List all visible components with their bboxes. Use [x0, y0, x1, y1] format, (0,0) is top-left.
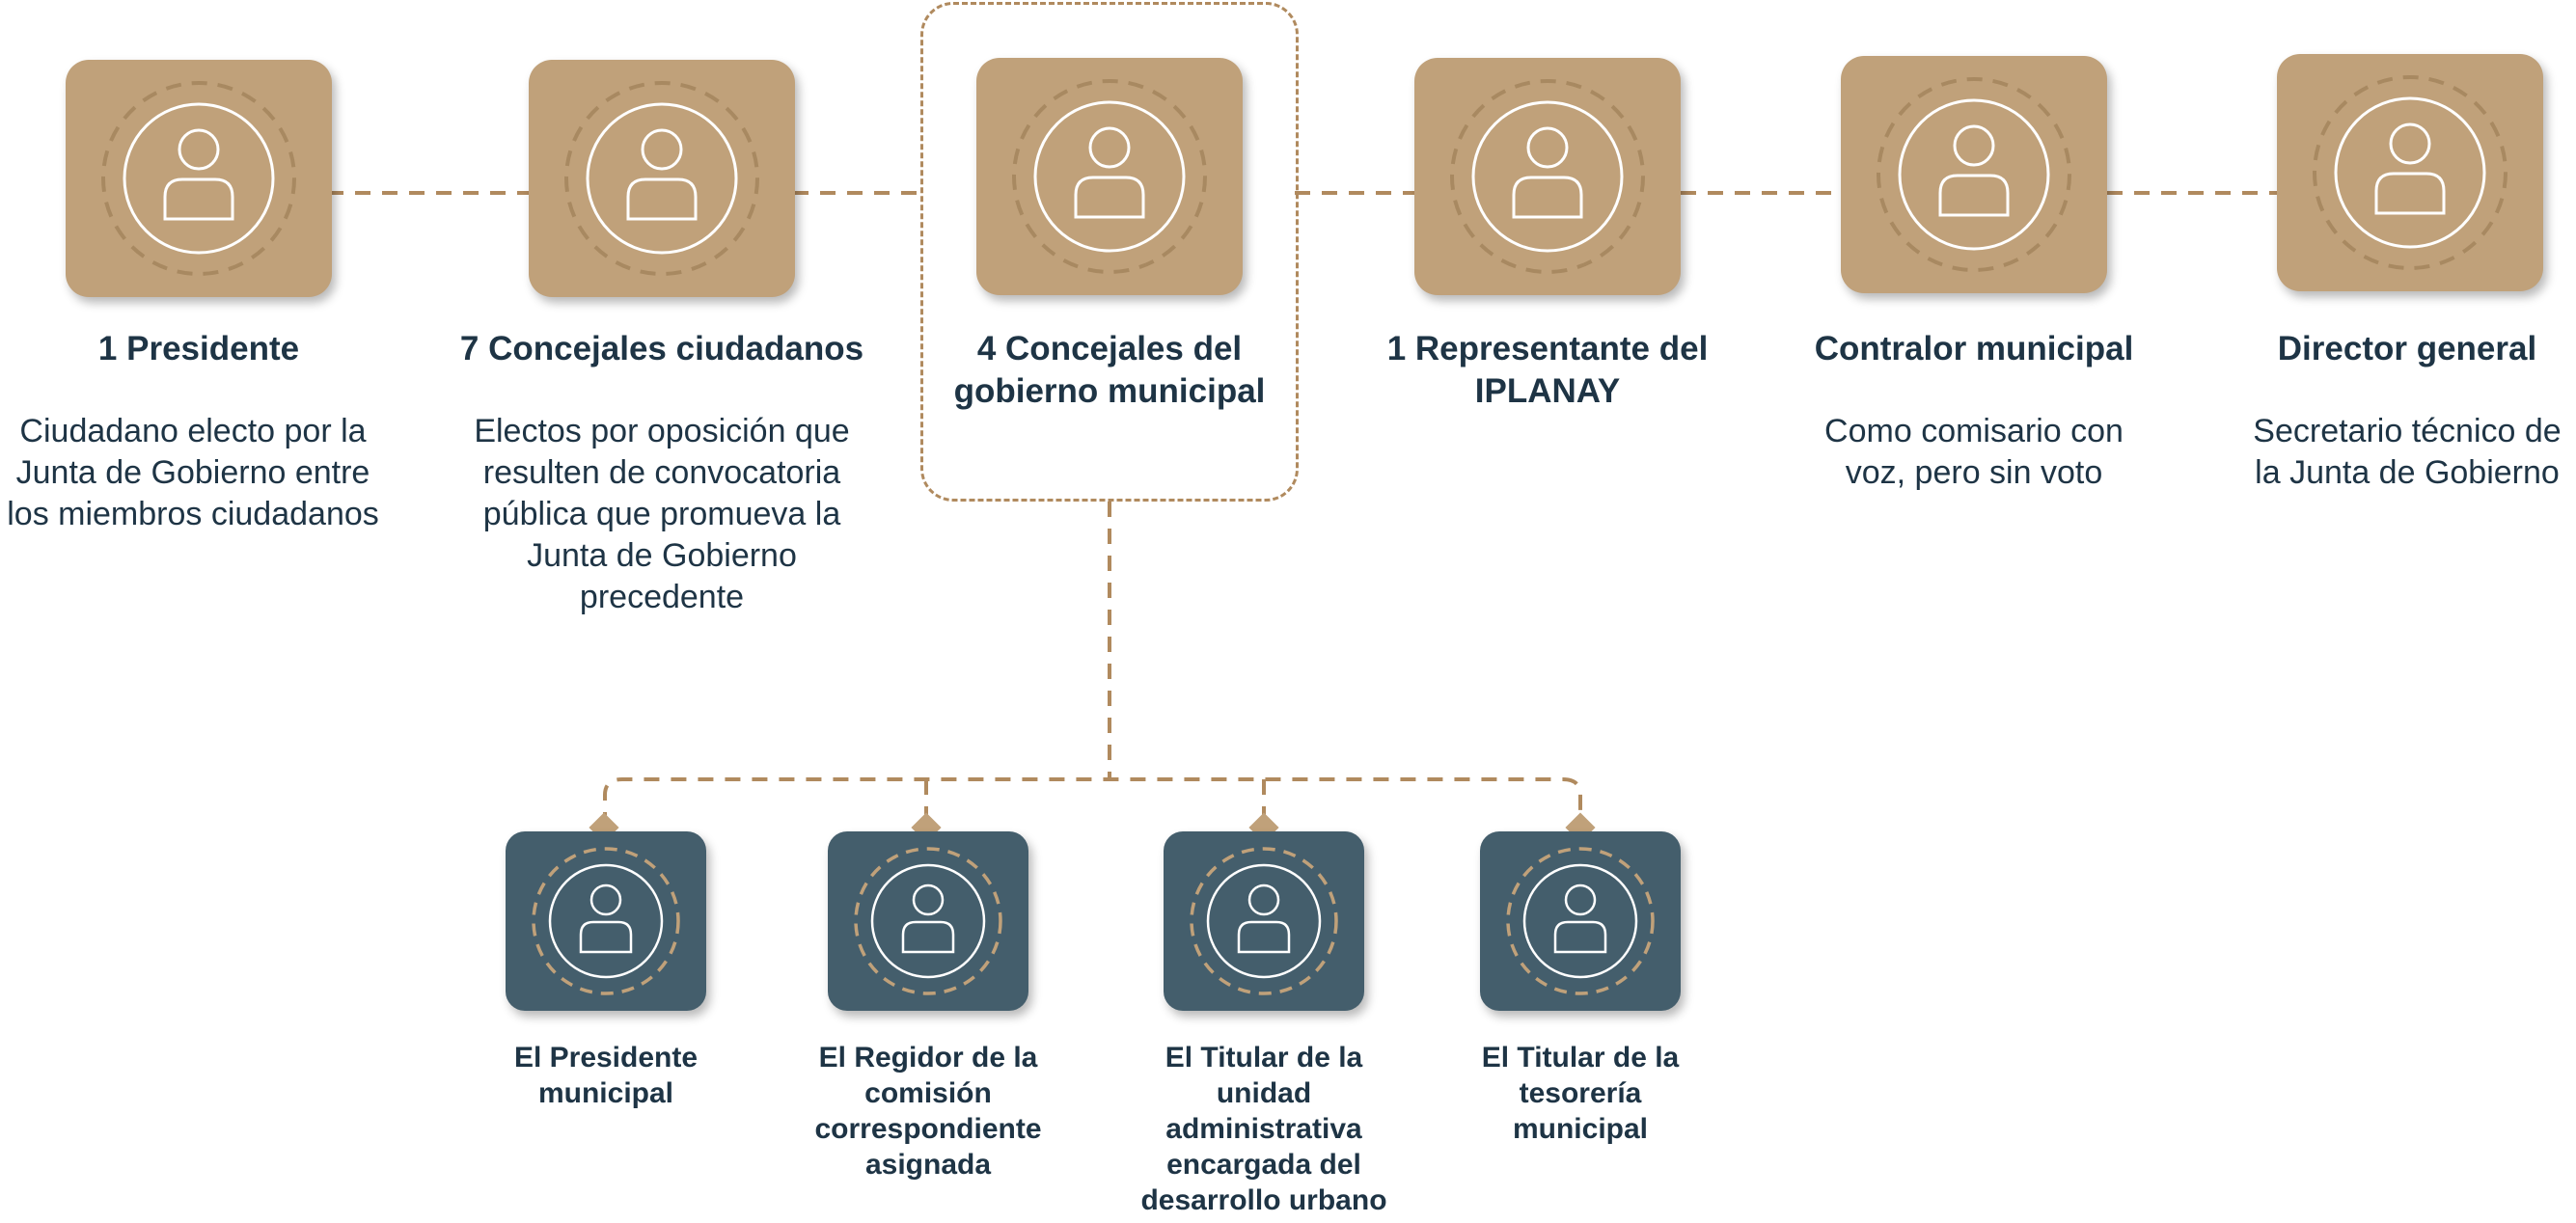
member-title: Contralor municipal: [1814, 330, 2134, 367]
member-card: [529, 60, 795, 297]
sub-member-title: El Titular de la unidad administrativa e…: [1140, 1042, 1387, 1216]
person-icon: [1012, 79, 1207, 274]
member-description: Como comisario con voz, pero sin voto: [1824, 413, 2124, 491]
sub-member-card: [506, 831, 706, 1011]
person-icon: [532, 847, 680, 995]
member-description: Electos por oposición que resulten de co…: [474, 413, 850, 615]
sub-member-card: [1164, 831, 1364, 1011]
member-title: Director general: [2277, 330, 2537, 367]
sub-member-card: [828, 831, 1028, 1011]
member-description: Secretario técnico de la Junta de Gobier…: [2253, 413, 2562, 491]
sub-member-card: [1480, 831, 1681, 1011]
person-icon: [1190, 847, 1338, 995]
member-description: Ciudadano electo por la Junta de Gobiern…: [7, 413, 379, 532]
sub-member-title: El Regidor de la comisión correspondient…: [814, 1042, 1042, 1181]
member-card: [1841, 56, 2107, 293]
member-title: 1 Presidente: [97, 330, 300, 367]
member-card: [66, 60, 332, 297]
person-icon: [1450, 79, 1645, 274]
person-icon: [2313, 75, 2507, 270]
member-title: 7 Concejales ciudadanos: [459, 330, 864, 367]
member-title: 1 Representante del IPLANAY: [1386, 330, 1709, 410]
person-icon: [1877, 77, 2071, 272]
member-title: 4 Concejales del gobierno municipal: [953, 330, 1266, 410]
member-card: [976, 58, 1243, 295]
member-card: [1414, 58, 1681, 295]
person-icon: [1506, 847, 1655, 995]
person-icon: [854, 847, 1002, 995]
member-card: [2277, 54, 2543, 291]
person-icon: [101, 81, 296, 276]
sub-member-title: El Presidente municipal: [513, 1042, 699, 1109]
highlight-box-gobierno-municipal: [920, 2, 1299, 502]
sub-member-title: El Titular de la tesorería municipal: [1481, 1042, 1680, 1145]
person-icon: [564, 81, 759, 276]
